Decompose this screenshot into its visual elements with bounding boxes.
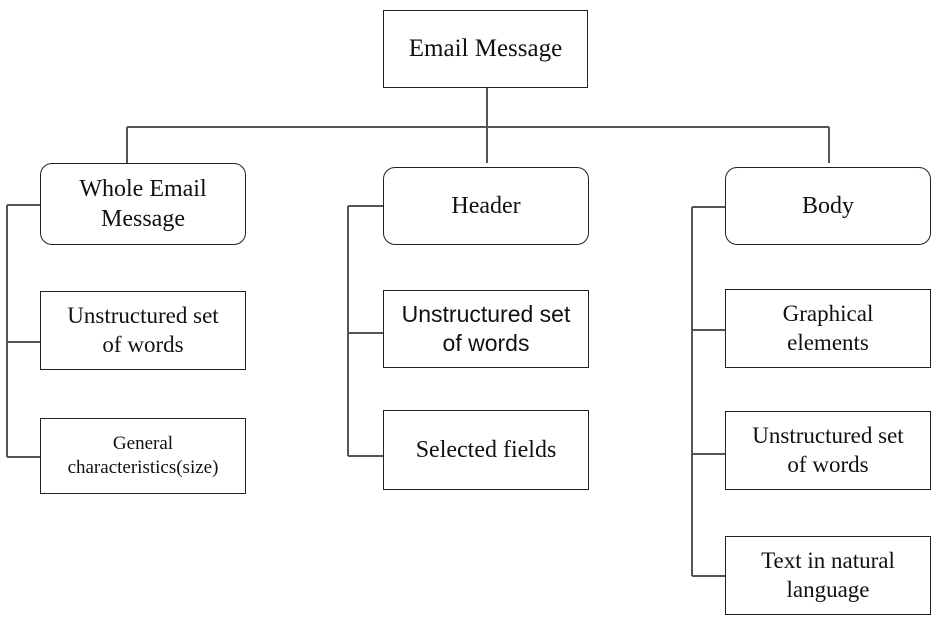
node-whole-email-message-label: Whole Email Message: [79, 176, 207, 232]
node-text-natural-language-label: Text in natural language: [761, 547, 895, 602]
node-email-message: Email Message: [383, 10, 588, 88]
node-body: Body: [725, 167, 931, 245]
node-header-unstructured-words-label: Unstructured set of words: [401, 301, 571, 356]
node-header: Header: [383, 167, 589, 245]
node-graphical-elements: Graphical elements: [725, 289, 931, 368]
node-selected-fields-label: Selected fields: [415, 437, 557, 463]
node-whole-email-message: Whole Email Message: [40, 163, 246, 245]
node-graphical-elements-label: Graphical elements: [782, 300, 874, 355]
node-general-characteristics: General characteristics(size): [40, 418, 246, 494]
node-text-natural-language: Text in natural language: [725, 536, 931, 615]
node-body-unstructured-words: Unstructured set of words: [725, 411, 931, 490]
node-general-characteristics-label: General characteristics(size): [67, 433, 219, 478]
node-email-message-label: Email Message: [408, 35, 563, 63]
node-body-unstructured-words-label: Unstructured set of words: [752, 422, 904, 477]
node-selected-fields: Selected fields: [383, 410, 589, 490]
node-header-unstructured-words: Unstructured set of words: [383, 290, 589, 368]
node-whole-unstructured-words: Unstructured set of words: [40, 291, 246, 370]
node-body-label: Body: [801, 193, 854, 219]
node-header-label: Header: [451, 193, 521, 219]
node-whole-unstructured-words-label: Unstructured set of words: [67, 302, 219, 357]
